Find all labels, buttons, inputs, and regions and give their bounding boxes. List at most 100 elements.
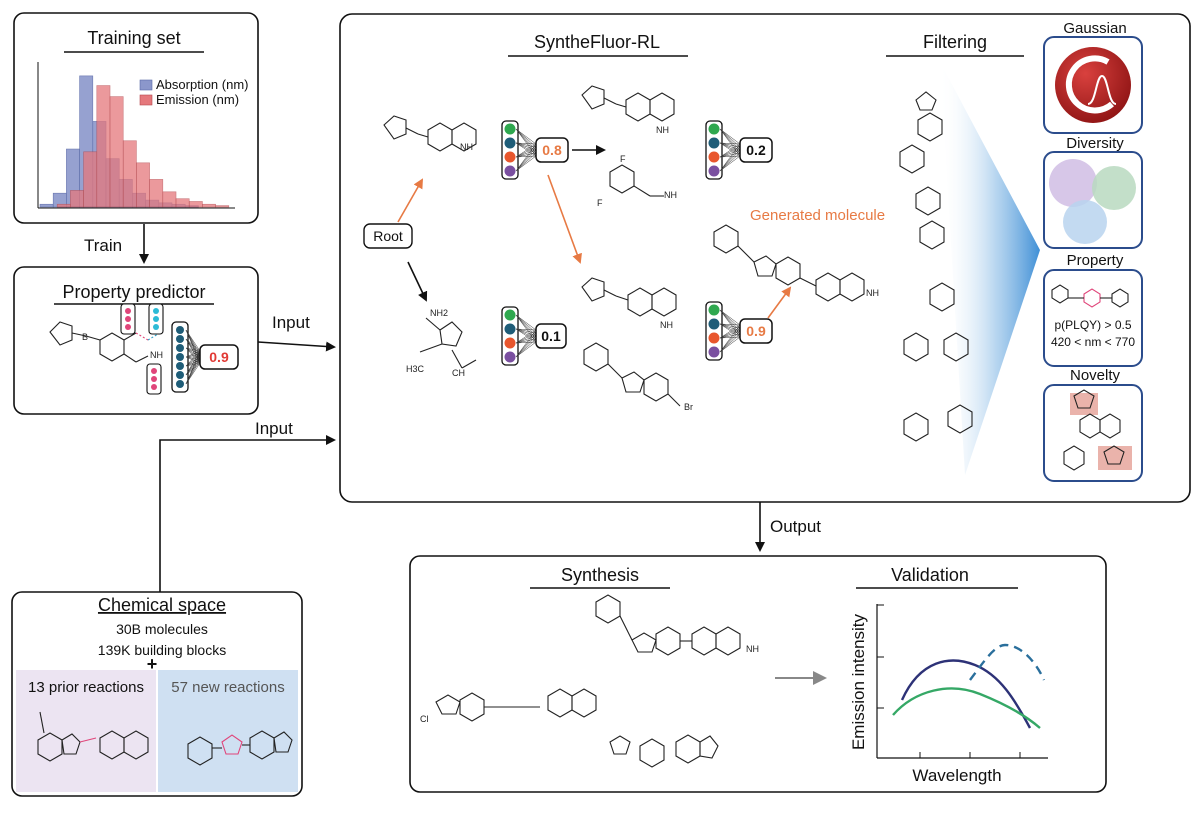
- curve-navy: [900, 659, 1032, 729]
- mol-top-right-b: [609, 164, 664, 197]
- validation-ylabel: Emission intensity: [849, 613, 868, 750]
- network-node: [504, 165, 516, 177]
- training-histogram: [37, 62, 235, 209]
- emission-bar: [56, 203, 71, 208]
- emission-bar: [122, 140, 137, 208]
- network-edge: [515, 149, 537, 172]
- network-node: [176, 335, 184, 343]
- network-edge: [185, 329, 201, 352]
- svg-text:F: F: [620, 154, 626, 164]
- root-node: [363, 223, 413, 249]
- emission-bar: [70, 190, 84, 208]
- novelty-highlight-2: [1098, 446, 1132, 470]
- emission-bar: [202, 203, 216, 208]
- network-node: [708, 332, 720, 344]
- emission-bar: [149, 179, 164, 208]
- legend-swatch-emission: [139, 94, 153, 106]
- emission-bar: [162, 191, 177, 208]
- feature-node: [125, 316, 131, 322]
- network-node: [504, 151, 516, 163]
- chemical-space-molecules: 30B molecules: [116, 621, 208, 637]
- svg-text:NH: NH: [664, 190, 677, 200]
- property-predictor-panel: Property predictor B NH 0.9: [13, 266, 259, 415]
- network-edge: [719, 330, 741, 353]
- output-panel: Synthesis Validation Cl NH: [409, 555, 1107, 793]
- network-edge: [515, 338, 537, 358]
- gaussian-logo-mark: [1065, 55, 1114, 114]
- predictor-feature-bags: [120, 303, 164, 395]
- network-edge: [515, 143, 537, 172]
- diversity-cluster-green: [1092, 166, 1136, 210]
- output-label: Output: [770, 517, 821, 536]
- network-node: [504, 323, 516, 335]
- network-score-box: [535, 137, 569, 163]
- network-layer-box: [705, 301, 723, 361]
- emission-bar: [188, 201, 203, 208]
- network-node: [708, 318, 720, 330]
- property-rule-wavelength: 420 < nm < 770: [1051, 335, 1135, 349]
- network-edge: [515, 335, 537, 358]
- score-bottom: 0.1: [541, 328, 561, 344]
- network-edge: [185, 350, 201, 367]
- network-edge: [719, 333, 741, 353]
- root-to-bottom-arrow: [407, 261, 428, 302]
- novelty-molecules: [1063, 389, 1125, 471]
- emission-bar: [109, 96, 124, 208]
- network-edge: [185, 359, 201, 385]
- network-score-box: [739, 318, 773, 344]
- diversity-cluster-blue: [1063, 200, 1107, 244]
- top-to-bottom-arrow: [547, 174, 582, 264]
- predictor-score: 0.9: [209, 349, 229, 365]
- synthefluor-panel: SyntheFluor-RL Root: [339, 13, 1191, 503]
- emission-bar: [175, 198, 190, 208]
- network-edge: [515, 329, 537, 358]
- validation-plot: Emission intensity Wavelength: [849, 604, 1048, 785]
- network-edge: [515, 332, 537, 358]
- network-edge: [515, 341, 537, 358]
- novelty-highlight-1: [1070, 393, 1098, 415]
- score-top: 0.8: [542, 142, 562, 158]
- property-molecule: [1051, 284, 1129, 308]
- network-edge: [185, 347, 201, 358]
- property-predictor-title: Property predictor: [62, 282, 205, 302]
- network-node: [708, 137, 720, 149]
- network-edge: [185, 338, 201, 355]
- svg-text:B: B: [82, 332, 88, 342]
- network-edge: [185, 347, 201, 352]
- network-edge: [515, 143, 537, 158]
- feature-node: [151, 376, 157, 382]
- chemical-space-title: Chemical space: [98, 595, 226, 615]
- input-arrow-1: [257, 341, 336, 352]
- network-edge: [515, 329, 537, 344]
- chemical-space-plus: +: [147, 654, 158, 674]
- diversity-cluster-purple: [1049, 159, 1097, 207]
- network-node: [176, 380, 184, 388]
- legend-label-absorption: Absorption (nm): [156, 77, 248, 92]
- network-node: [504, 351, 516, 363]
- svg-text:Cl: Cl: [420, 714, 429, 724]
- new-reaction-molecule: [187, 730, 293, 766]
- network-edge: [515, 314, 537, 331]
- network-edge: [719, 324, 741, 353]
- curve-dashed: [969, 643, 1046, 681]
- legend-swatch-absorption: [139, 79, 153, 91]
- network-edge: [719, 323, 741, 326]
- train-label: Train: [84, 236, 122, 255]
- svg-text:NH: NH: [460, 142, 473, 152]
- curve-green: [892, 687, 1041, 729]
- network-edge: [515, 152, 537, 172]
- training-set-panel: Training set Absorption (nm) Emission (n…: [13, 12, 259, 224]
- network-edge: [515, 155, 537, 172]
- network-edge: [185, 338, 201, 352]
- mol-root-bottom: [419, 317, 477, 369]
- network-edge: [185, 362, 201, 385]
- network-edge: [719, 336, 741, 353]
- network-edge: [719, 146, 741, 172]
- network-edge: [515, 146, 537, 172]
- input-arrow-2: [159, 435, 336, 592]
- mol-mid-b: [583, 342, 681, 407]
- filter-funnel: [940, 62, 1040, 475]
- network-node: [708, 165, 720, 177]
- mol-root-top: [383, 115, 477, 152]
- score-final: 0.9: [746, 323, 766, 339]
